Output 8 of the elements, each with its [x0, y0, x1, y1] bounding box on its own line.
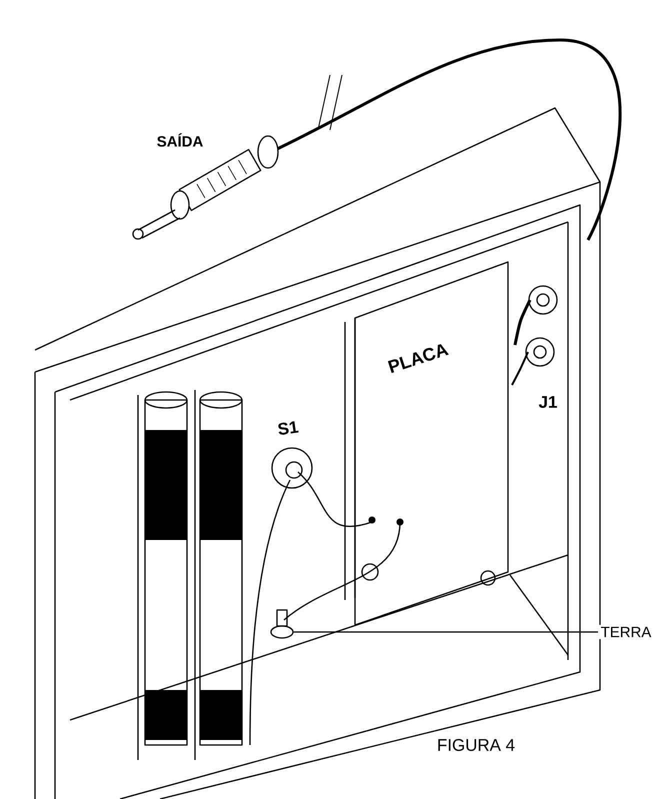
part-label: S1: [278, 421, 299, 435]
part-label: PLACA: [388, 344, 449, 374]
leader-line: [294, 631, 598, 633]
figure-caption: FIGURA 4: [438, 739, 515, 751]
ground-screw: [270, 609, 294, 639]
part-label: J1: [538, 396, 557, 408]
part-label: SAÍDA: [157, 133, 203, 147]
part-label: TERRA: [598, 624, 654, 640]
